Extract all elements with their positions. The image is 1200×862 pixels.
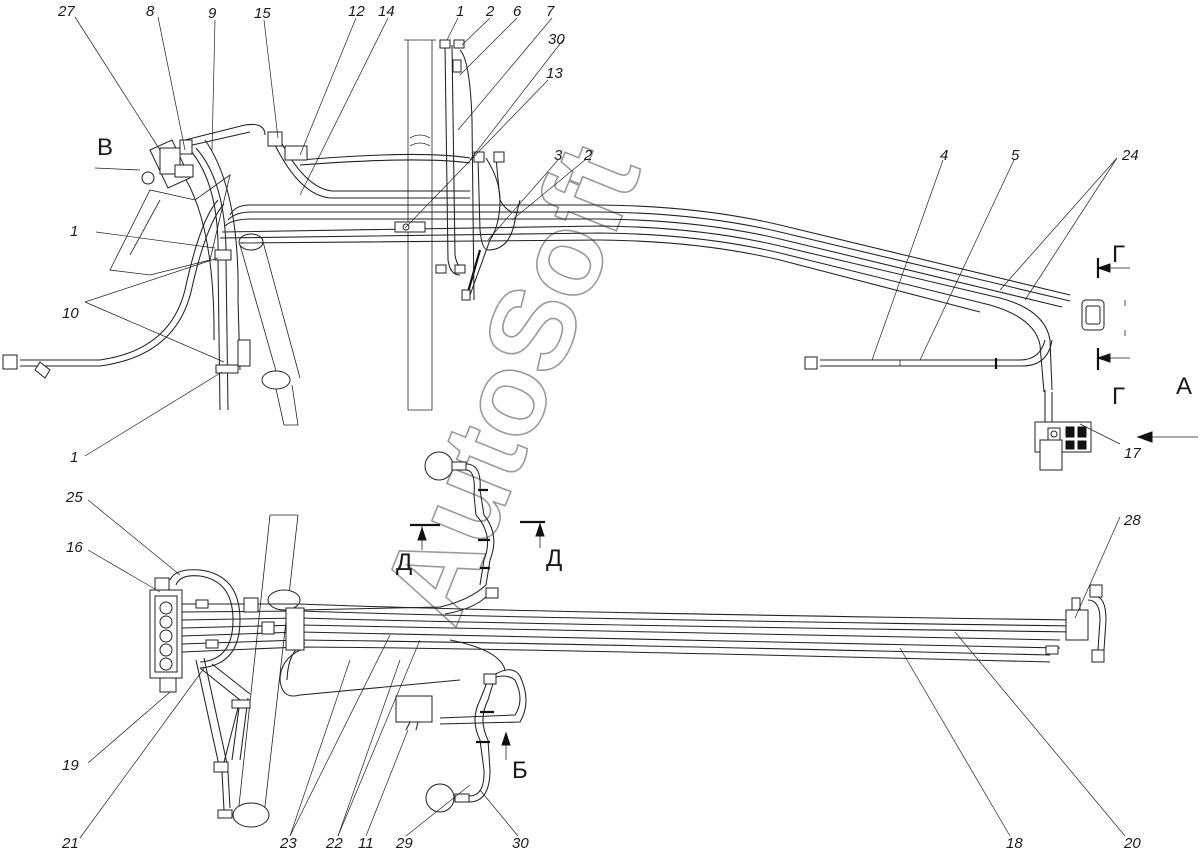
view-letter-v: В: [97, 134, 113, 161]
callout-label: 18: [1006, 835, 1023, 852]
callout-label: 1: [70, 449, 78, 466]
hose-bundle-right: [219, 204, 1071, 393]
callout-label: 6: [513, 3, 522, 20]
hose-bundle-long: [181, 603, 1076, 697]
view-letter-d-right: Д: [546, 545, 562, 572]
callout-label: 13: [546, 65, 563, 82]
callout-label: 20: [1123, 835, 1141, 852]
callout-label: 19: [62, 757, 79, 774]
view-letter-d-left: Д: [396, 549, 412, 576]
callout-label: 23: [279, 835, 297, 852]
callout-label: 5: [1011, 147, 1020, 164]
end-fitting-right: [1045, 584, 1107, 663]
section-marker-d: [410, 520, 545, 550]
fittings-top: [2, 39, 818, 379]
clamp-bottom: [195, 597, 305, 651]
arrow-view-b: [501, 731, 511, 760]
callout-label: 3: [554, 147, 563, 164]
arrow-view-a: [1136, 431, 1198, 443]
callout-label: 1: [456, 3, 464, 20]
callout-label: 27: [57, 3, 75, 20]
hose-sensor-upper: [299, 451, 499, 615]
callout-label: 24: [1121, 147, 1139, 164]
callout-label: 12: [348, 3, 365, 20]
hose-sensor-lower: [395, 639, 527, 813]
view-letter-g-bottom: Г: [1112, 383, 1125, 410]
valve-block-17: [1034, 390, 1092, 471]
callouts-top: 27 8 9 15 12 14 1 2 6 7 30 13 3 2 4 5 24…: [57, 3, 1141, 466]
hydraulic-cylinder-top: [238, 233, 301, 426]
callout-label: 10: [62, 305, 79, 322]
callout-label: 28: [1123, 512, 1141, 529]
view-letter-b: Б: [512, 757, 528, 784]
callout-label: 4: [940, 147, 948, 164]
callout-label: 2: [485, 3, 495, 20]
callout-label: 17: [1124, 445, 1141, 462]
callout-label: 30: [548, 31, 565, 48]
callout-label: 16: [66, 539, 83, 556]
callout-label: 11: [358, 835, 374, 852]
bottom-assembly: [149, 451, 1107, 828]
callout-label: 22: [325, 835, 343, 852]
callout-label: 7: [546, 3, 555, 20]
hose-return-right: [820, 339, 1053, 369]
callout-label: 9: [208, 5, 217, 22]
callout-label: 21: [61, 835, 79, 852]
fitting-assembly-left: [141, 139, 194, 189]
callout-label: 1: [70, 223, 78, 240]
frame-post-bottom: [232, 514, 301, 828]
distributor-block-16: [149, 577, 183, 693]
callout-label: 30: [512, 835, 529, 852]
section-marker-g: [1081, 258, 1130, 370]
top-assembly: [2, 39, 1198, 471]
view-letters: В Г Г А Д Д Б: [97, 134, 1192, 784]
view-letter-g-top: Г: [1112, 241, 1125, 268]
callout-label: 15: [254, 5, 271, 22]
callouts-bottom: 25 16 28 19 21 23 22 11 29 30 18 20: [61, 489, 1141, 852]
callout-label: 2: [583, 147, 593, 164]
callout-label: 29: [395, 835, 413, 852]
view-letter-a: А: [1176, 373, 1192, 400]
hose-loop-25: [169, 569, 241, 669]
callout-label: 25: [65, 489, 83, 506]
callout-label: 14: [378, 3, 395, 20]
leader-lines: [74, 16, 1126, 839]
tie-rods-lower: [195, 657, 251, 819]
cab-bracket: [94, 167, 231, 276]
callout-label: 8: [146, 3, 155, 20]
